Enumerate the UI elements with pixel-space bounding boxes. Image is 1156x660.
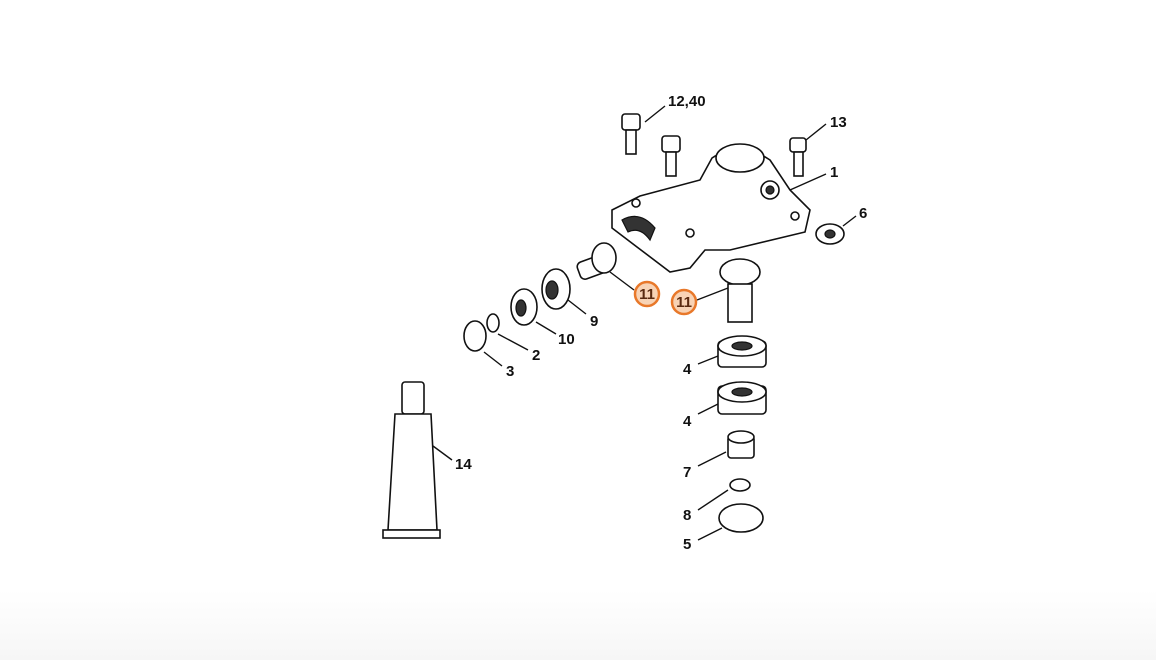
ball-bearing-9[interactable] xyxy=(541,268,571,310)
label-9: 9 xyxy=(590,313,598,330)
circlip-8[interactable] xyxy=(729,478,751,492)
circlip-3[interactable] xyxy=(463,320,487,352)
screw-13[interactable] xyxy=(789,137,807,177)
screw-12-40-b[interactable] xyxy=(661,135,681,177)
leader-lines xyxy=(432,105,857,541)
label-10: 10 xyxy=(558,331,575,348)
label-4a: 4 xyxy=(683,361,692,378)
gear-housing-1[interactable] xyxy=(611,143,811,273)
label-14: 14 xyxy=(455,456,472,473)
ball-bearing-4b[interactable] xyxy=(717,381,767,415)
label-8: 8 xyxy=(683,507,691,524)
label-13: 13 xyxy=(830,114,847,131)
sleeve-gear-7[interactable] xyxy=(727,430,755,459)
highlight-label-11-gear[interactable]: 11 xyxy=(670,288,698,316)
label-3: 3 xyxy=(506,363,514,380)
label-2: 2 xyxy=(532,347,540,364)
highlight-label-11-pinion[interactable]: 11 xyxy=(633,280,661,308)
label-7: 7 xyxy=(683,464,691,481)
ball-bearing-4a[interactable] xyxy=(717,335,767,368)
washer-2[interactable] xyxy=(486,313,500,333)
circlip-5[interactable] xyxy=(718,503,764,533)
background-floor xyxy=(0,590,1156,660)
bevel-gear-11[interactable] xyxy=(719,258,761,323)
svg-text:11: 11 xyxy=(676,294,692,311)
label-1: 1 xyxy=(830,164,838,181)
plug-6[interactable] xyxy=(815,223,845,245)
label-5: 5 xyxy=(683,536,691,553)
bevel-pinion-11[interactable] xyxy=(576,242,617,281)
label-12-40: 12,40 xyxy=(668,93,706,110)
screw-12-40[interactable] xyxy=(621,113,641,155)
label-4b: 4 xyxy=(683,413,692,430)
grease-tube-14[interactable] xyxy=(382,381,441,539)
label-6: 6 xyxy=(859,205,867,222)
ball-bearing-10[interactable] xyxy=(510,288,538,326)
svg-text:11: 11 xyxy=(639,286,655,303)
